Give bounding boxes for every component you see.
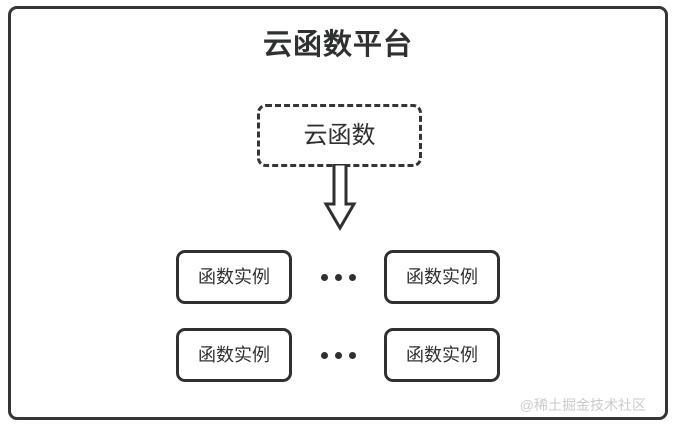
ellipsis-dot (320, 351, 328, 359)
cloud-function-label: 云函数 (303, 121, 376, 149)
function-instance-label: 函数实例 (406, 267, 478, 287)
ellipsis-icon (292, 328, 384, 382)
function-instance-box: 函数实例 (384, 250, 500, 304)
ellipsis-dot (334, 351, 342, 359)
instance-row: 函数实例 函数实例 (0, 328, 676, 382)
cloud-function-node: 云函数 (257, 104, 422, 167)
watermark: @稀土掘金技术社区 (519, 397, 646, 413)
ellipsis-dot (334, 273, 342, 281)
ellipsis-dot (320, 273, 328, 281)
instance-row: 函数实例 函数实例 (0, 250, 676, 304)
ellipsis-icon (292, 250, 384, 304)
ellipsis-dot (348, 273, 356, 281)
function-instance-box: 函数实例 (176, 250, 292, 304)
function-instance-box: 函数实例 (384, 328, 500, 382)
function-instance-label: 函数实例 (406, 345, 478, 365)
function-instance-box: 函数实例 (176, 328, 292, 382)
down-block-arrow-icon (323, 164, 357, 231)
function-instance-label: 函数实例 (198, 267, 270, 287)
page-title: 云函数平台 (262, 29, 413, 61)
function-instance-label: 函数实例 (198, 345, 270, 365)
ellipsis-dot (348, 351, 356, 359)
